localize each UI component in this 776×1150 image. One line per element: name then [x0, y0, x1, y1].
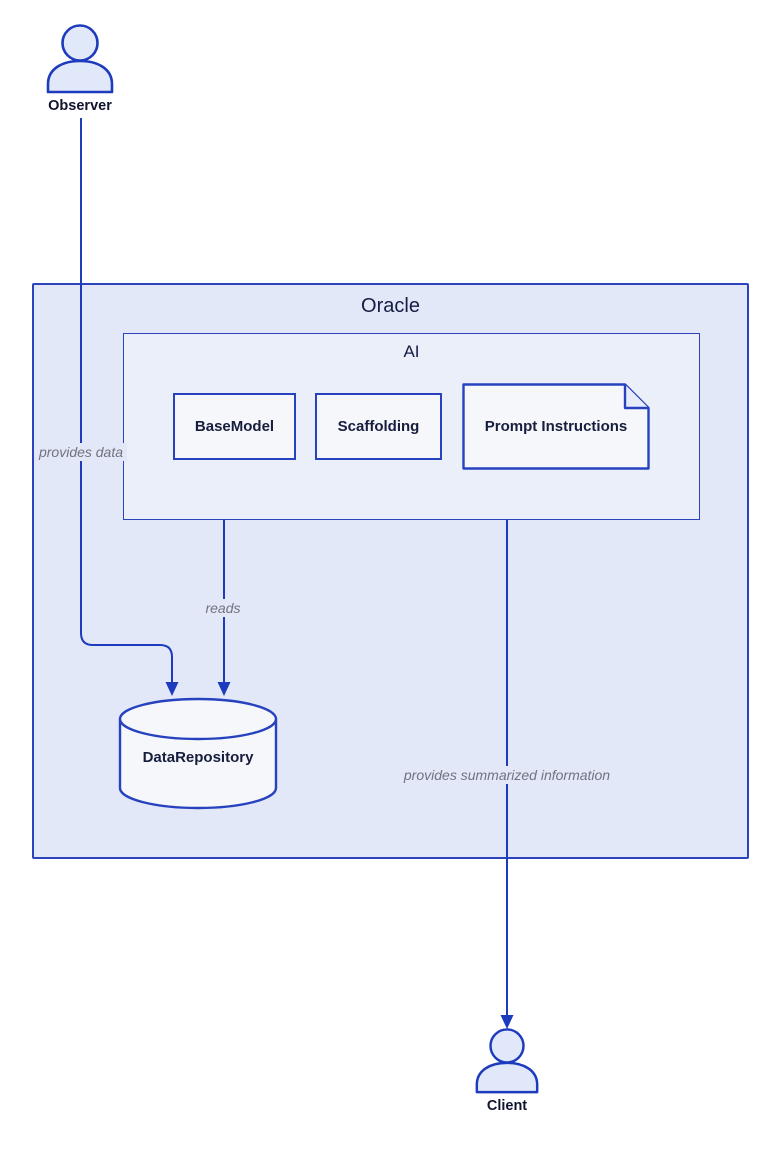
client-actor-label: Client [486, 1098, 528, 1114]
edge-label-reads: reads [201, 599, 245, 617]
observer-actor-label: Observer [48, 98, 112, 114]
node-basemodel: BaseModel [173, 393, 296, 460]
edge-label-provides-summarized-information: provides summarized information [399, 766, 615, 784]
client-actor-icon [475, 1028, 539, 1094]
node-basemodel-label: BaseModel [194, 418, 275, 435]
document-shape-icon [462, 383, 650, 470]
node-datarepository: DataRepository [118, 697, 278, 810]
node-datarepository-label: DataRepository [142, 749, 254, 766]
node-prompt-instructions-label: Prompt Instructions [484, 418, 628, 435]
arrowhead-into-client [500, 1015, 514, 1029]
node-scaffolding-label: Scaffolding [337, 418, 420, 435]
edge-label-provides-data: provides data [34, 443, 128, 461]
oracle-container-title: Oracle [361, 295, 420, 317]
node-prompt-instructions: Prompt Instructions [462, 383, 650, 470]
ai-container-title: AI [403, 342, 420, 361]
node-scaffolding: Scaffolding [315, 393, 442, 460]
cylinder-shape-icon [118, 697, 278, 810]
observer-actor-icon [46, 24, 114, 94]
